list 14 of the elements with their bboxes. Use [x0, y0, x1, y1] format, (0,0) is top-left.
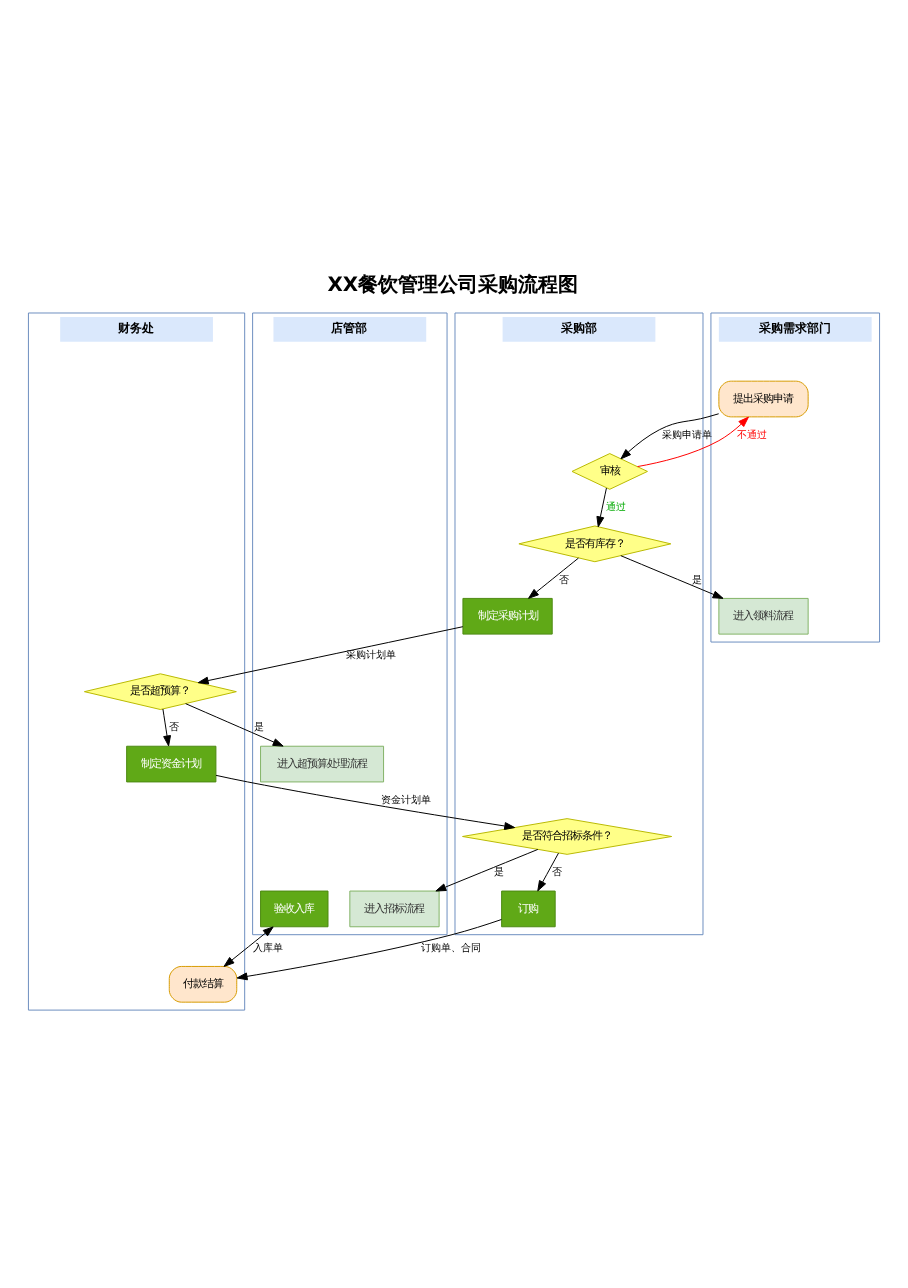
arrow	[528, 556, 579, 598]
arrow	[435, 847, 539, 891]
arrow	[637, 415, 749, 467]
arrow	[236, 918, 502, 980]
arrow	[596, 486, 607, 527]
arrow	[197, 625, 464, 684]
arrow	[620, 412, 720, 459]
arrow	[215, 773, 516, 829]
arrow	[620, 554, 724, 598]
arrow	[223, 925, 274, 966]
arrow	[162, 707, 171, 746]
diagram-title: XX餐饮管理公司采购流程图	[327, 273, 579, 296]
arrow	[537, 851, 559, 891]
arrow	[185, 702, 284, 746]
